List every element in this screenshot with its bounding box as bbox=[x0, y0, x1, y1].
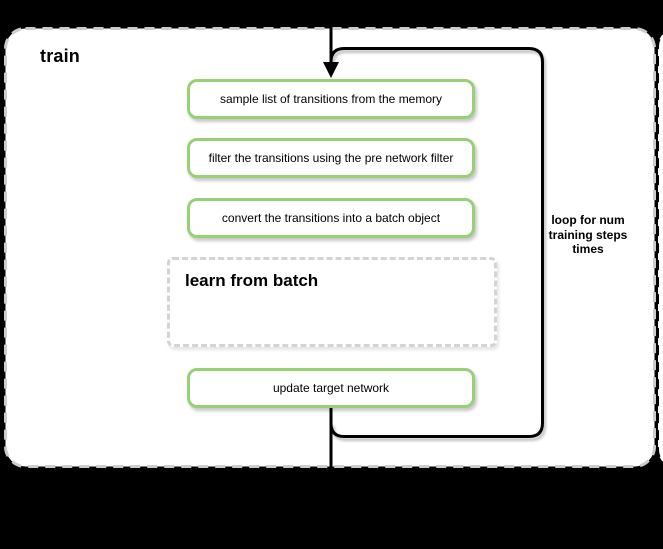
step-learn-from-batch: learn from batch bbox=[167, 257, 497, 347]
step-label: sample list of transitions from the memo… bbox=[219, 92, 443, 106]
loop-annotation: loop for num training steps times bbox=[548, 213, 628, 256]
step-label: filter the transitions using the pre net… bbox=[208, 151, 454, 165]
arrowhead-icon bbox=[323, 62, 339, 78]
train-container-title: train bbox=[40, 46, 81, 66]
adjacent-panel-edge bbox=[657, 33, 663, 463]
loop-rectangle bbox=[329, 47, 544, 438]
step-convert-to-batch: convert the transitions into a batch obj… bbox=[187, 198, 475, 238]
step-update-target-network: update target network bbox=[187, 368, 475, 408]
step-label: update target network bbox=[272, 381, 390, 395]
train-container-border bbox=[4, 27, 656, 468]
step-sample-transitions: sample list of transitions from the memo… bbox=[187, 79, 475, 119]
step-label: convert the transitions into a batch obj… bbox=[221, 211, 441, 225]
learn-from-batch-label: learn from batch bbox=[185, 271, 319, 290]
step-filter-transitions: filter the transitions using the pre net… bbox=[187, 138, 475, 178]
